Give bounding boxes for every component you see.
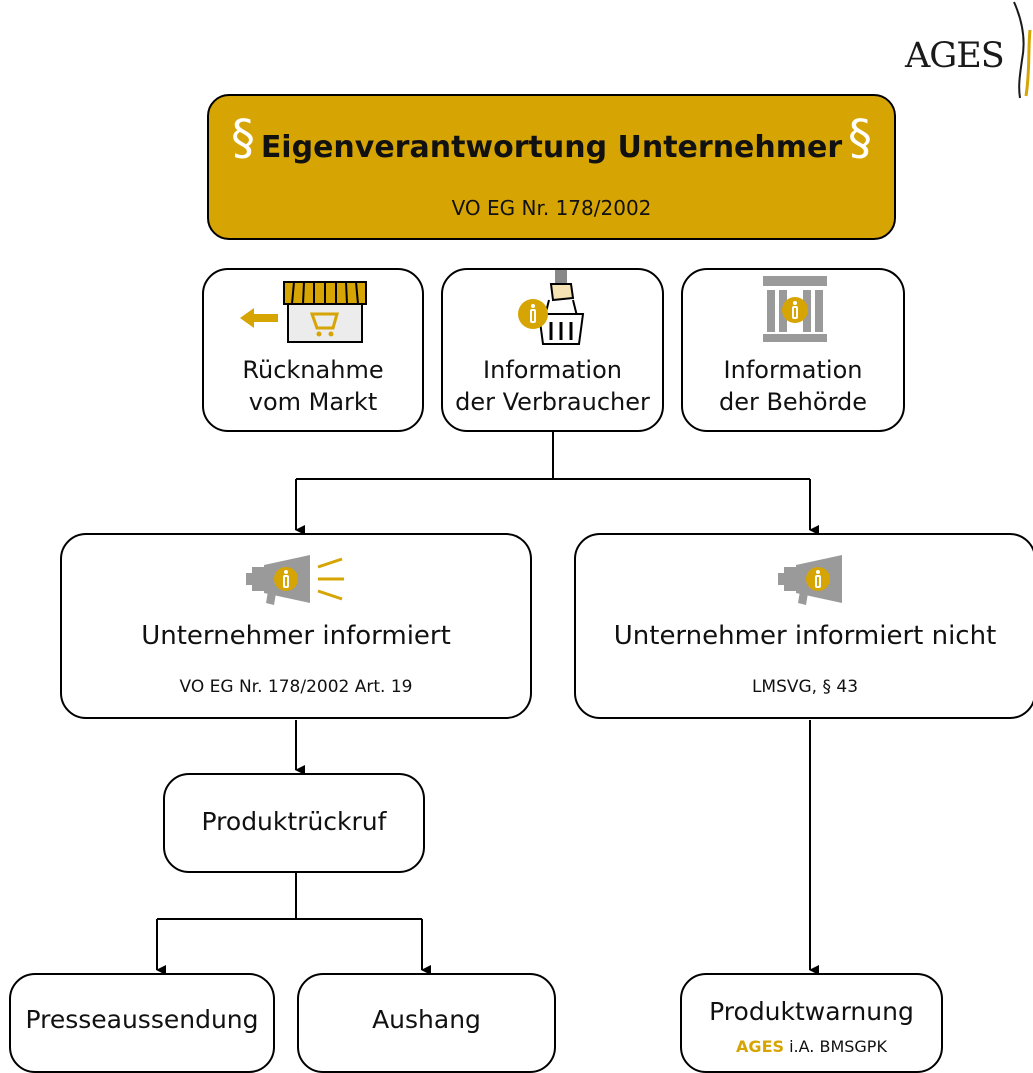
top-responsibility-box: § § Eigenverantwortung Unternehmer VO EG… xyxy=(207,94,896,240)
paragraph-symbol-right: § xyxy=(848,110,872,166)
recall-box: Produktrückruf xyxy=(163,773,425,873)
paragraph-symbol-left: § xyxy=(231,110,255,166)
action-label-line2: vom Markt xyxy=(248,388,378,416)
authority-building-icon xyxy=(763,276,827,342)
megaphone-icon xyxy=(778,555,842,605)
product-warning-box: Produktwarnung AGES i.A. BMSGPK xyxy=(680,973,943,1073)
top-subtitle: VO EG Nr. 178/2002 xyxy=(451,196,652,220)
warning-agency-line: AGES i.A. BMSGPK xyxy=(682,1037,941,1056)
warning-label: Produktwarnung xyxy=(709,997,914,1026)
action-label-line1: Information xyxy=(723,356,863,384)
warning-agency: AGES xyxy=(736,1037,785,1056)
informs-subtitle: VO EG Nr. 178/2002 Art. 19 xyxy=(179,677,413,697)
action-box-consumer-info: Information der Verbraucher xyxy=(441,268,664,432)
top-title: Eigenverantwortung Unternehmer xyxy=(260,130,843,165)
action-label-line2: der Verbraucher xyxy=(455,388,650,416)
action-label-line1: Rücknahme xyxy=(242,356,384,384)
press-label: Presseaussendung xyxy=(25,1005,259,1034)
press-release-box: Presseaussendung xyxy=(9,973,275,1073)
not-informs-box: Unternehmer informiert nicht LMSVG, § 43 xyxy=(574,533,1033,719)
informs-box: Unternehmer informiert VO EG Nr. 178/200… xyxy=(60,533,532,719)
action-box-authority-info: Information der Behörde xyxy=(681,268,905,432)
warning-agency-rest: i.A. BMSGPK xyxy=(784,1037,887,1056)
logo-figure-icon xyxy=(1013,1,1032,99)
informs-title: Unternehmer informiert xyxy=(141,621,451,651)
recall-label: Produktrückruf xyxy=(201,807,387,836)
hand-basket-info-icon xyxy=(518,270,585,345)
shop-return-icon xyxy=(240,281,367,343)
notice-label: Aushang xyxy=(372,1005,481,1034)
not-informs-title: Unternehmer informiert nicht xyxy=(613,621,997,651)
megaphone-broadcast-icon xyxy=(246,555,344,605)
not-informs-subtitle: LMSVG, § 43 xyxy=(751,677,859,697)
action-label-line2: der Behörde xyxy=(718,388,868,416)
ages-logo: AGES xyxy=(905,36,1005,76)
notice-box: Aushang xyxy=(297,973,556,1073)
action-box-withdrawal: Rücknahme vom Markt xyxy=(202,268,424,432)
action-label-line1: Information xyxy=(483,356,622,384)
